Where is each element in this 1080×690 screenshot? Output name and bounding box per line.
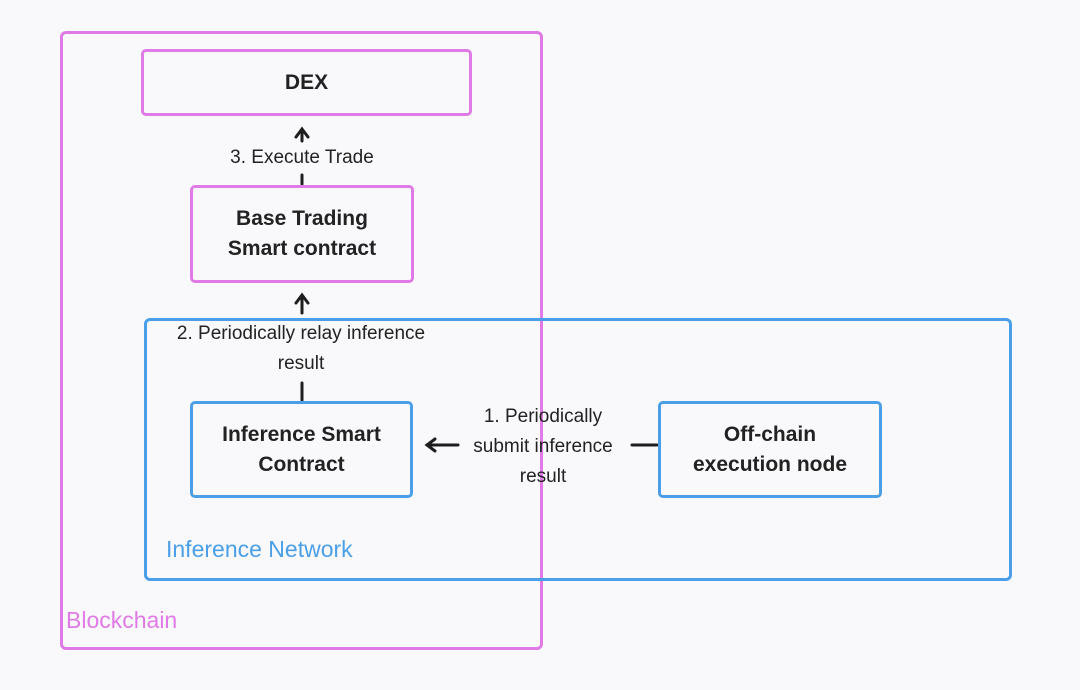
blockchain-region [60, 31, 543, 650]
inference-contract-node[interactable]: Inference Smart Contract [190, 401, 413, 498]
edge-label-execute-trade: 3. Execute Trade [212, 143, 392, 173]
dex-node[interactable]: DEX [141, 49, 472, 116]
offchain-execution-node[interactable]: Off-chain execution node [658, 401, 882, 498]
blockchain-label: Blockchain [66, 607, 178, 633]
inference-network-region [144, 318, 1012, 581]
inference-network-label: Inference Network [166, 536, 353, 562]
edge-label-submit-result: 1. Periodically submit inference result [473, 406, 613, 487]
edge-label-relay-result: 2. Periodically relay inference result [176, 323, 426, 374]
base-trading-contract-node[interactable]: Base Trading Smart contract [190, 185, 414, 283]
